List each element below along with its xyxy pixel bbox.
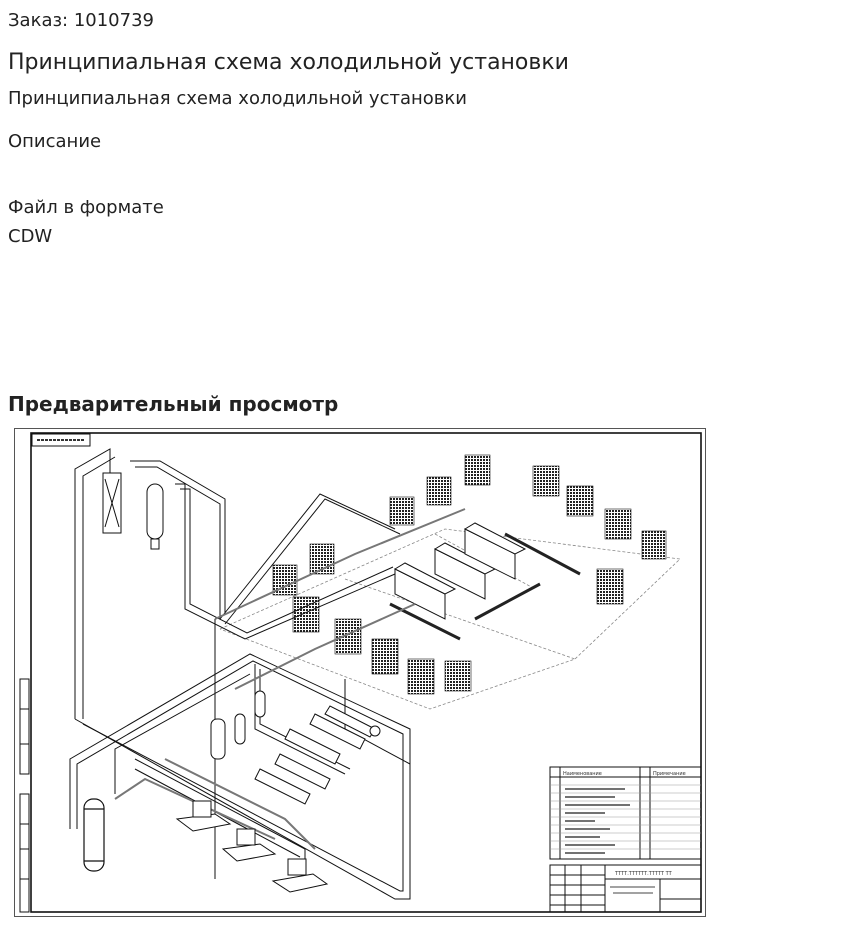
schematic-drawing: Наименование Примечание ТТТТ.ТТТТТТ.ТТТТ…: [19, 432, 702, 913]
spec-header-name: Наименование: [563, 771, 602, 777]
spec-header-note: Примечание: [653, 771, 686, 777]
schematic-preview-image[interactable]: Наименование Примечание ТТТТ.ТТТТТТ.ТТТТ…: [14, 428, 706, 917]
order-number: Заказ: 1010739: [8, 10, 154, 31]
page-title: Принципиальная схема холодильной установ…: [8, 50, 569, 75]
description-heading: Описание: [8, 131, 102, 152]
file-format-info: Файл в формате CDW: [8, 197, 164, 247]
page-subtitle: Принципиальная схема холодильной установ…: [8, 88, 467, 109]
title-block-code: ТТТТ.ТТТТТТ.ТТТТТ ТТ: [614, 871, 673, 877]
preview-heading: Предварительный просмотр: [8, 392, 339, 416]
